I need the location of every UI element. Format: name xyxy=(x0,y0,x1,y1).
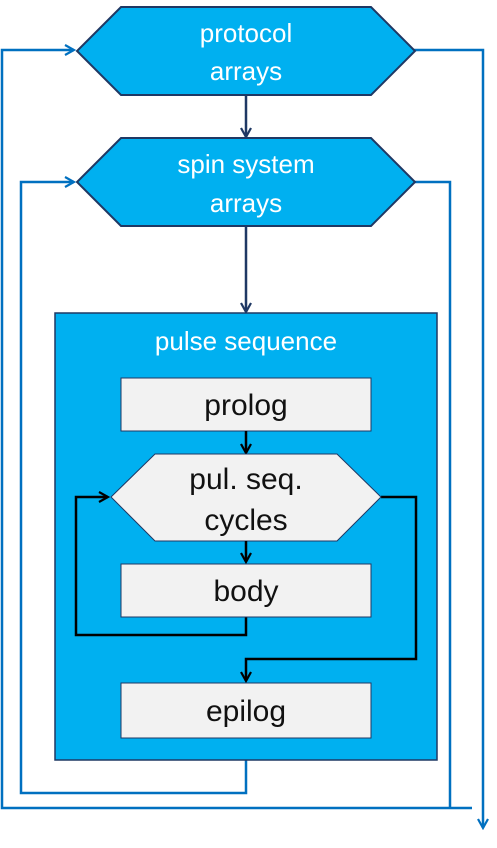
body-label: body xyxy=(213,575,278,608)
protocol-arrays-hexagon xyxy=(75,6,417,96)
spin-system-arrays-node: spin system arrays xyxy=(75,137,417,227)
pulse-sequence-title: pulse sequence xyxy=(155,326,337,356)
protocol-arrays-label-line1: protocol xyxy=(200,18,293,48)
protocol-arrays-node: protocol arrays xyxy=(75,6,417,96)
pulse-sequence-container: pulse sequence prolog pul. seq. cycles b… xyxy=(54,312,438,761)
spin-loop-return-line xyxy=(19,182,248,795)
spin-loop-exit-line xyxy=(413,180,452,808)
cycles-exit-arrow xyxy=(246,495,418,681)
prolog-label: prolog xyxy=(204,389,287,422)
protocol-loop-return-line xyxy=(0,50,472,810)
cycles-loop-return-line xyxy=(74,497,248,637)
epilog-label: epilog xyxy=(206,695,286,728)
cycles-label-line1: pul. seq. xyxy=(189,463,302,496)
protocol-loop-exit-arrow xyxy=(413,48,483,828)
cycles-label-line2: cycles xyxy=(204,504,287,537)
protocol-arrays-label-line2: arrays xyxy=(210,56,282,86)
spin-system-arrays-label-line1: spin system xyxy=(177,149,314,179)
cycles-hexagon xyxy=(110,453,382,542)
epilog-box xyxy=(120,682,372,739)
spin-system-arrays-hexagon xyxy=(75,137,417,227)
body-box xyxy=(120,563,372,618)
spin-system-arrays-label-line2: arrays xyxy=(210,188,282,218)
